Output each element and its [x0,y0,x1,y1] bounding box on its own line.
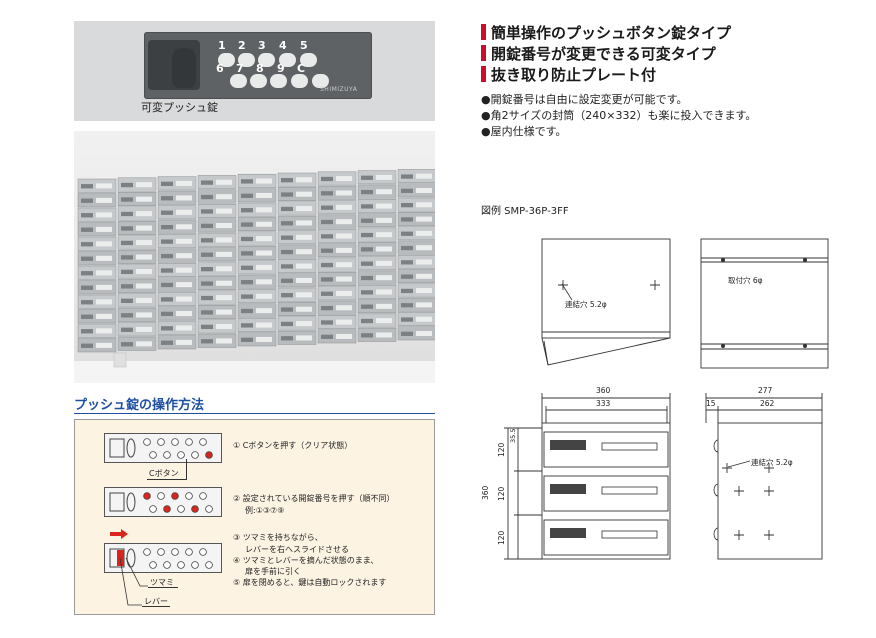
feature-headline-1: 簡単操作のプッシュボタン錠タイプ [481,22,731,43]
key-label-2: 2 [238,39,246,52]
key-label-1: 1 [218,39,226,52]
push-key [230,74,247,88]
mailbox-wall-photo [74,131,435,383]
figure-label: 図例 SMP-36P-3FF [481,206,569,217]
key-label-7: 7 [236,62,244,75]
front-elevation-outline [541,422,671,560]
feature-bullet-1: ●開錠番号は自由に設定変更が可能です。 [481,93,688,106]
step-3-text-line2: レバーを右へスライドさせる [245,545,349,554]
key-label-5: 5 [300,39,308,52]
dim-15: 15 [706,399,716,408]
c-button-callout: Cボタン [149,469,179,478]
lever-underline [142,606,170,607]
knob-underline [148,587,178,588]
connect-hole-label: 連結穴 5.2φ [565,299,607,309]
push-key [258,53,275,67]
dim-360-width: 360 [596,386,611,395]
lock-knob [172,48,196,88]
lever-callout: レバー [144,597,168,606]
step-5-text: ⑤ 扉を閉めると、鍵は自動ロックされます [233,578,387,587]
headline-marker [481,24,486,40]
callout-leader [186,459,187,480]
push-key [312,74,329,88]
feature-bullet-3: ●屋内仕様です。 [481,125,567,138]
key-label-8: 8 [256,62,264,75]
slide-arrow-icon [110,529,128,539]
title-rule [74,413,435,414]
headline-text: 開錠番号が変更できる可変タイプ [491,45,716,63]
dim-120-b: 120 [497,486,506,501]
push-key [218,53,235,67]
dim-120-a: 120 [497,442,506,457]
feature-headline-2: 開錠番号が変更できる可変タイプ [481,43,716,64]
step-4-text-line1: ④ ツマミとレバーを摘んだ状態のまま、 [233,556,379,565]
step-3-text-line1: ③ ツマミを持ちながら、 [233,533,323,542]
dim-35-5: 35.5 [509,429,517,443]
feature-bullet-2: ●角2サイズの封筒（240×332）も楽に投入できます。 [481,109,757,122]
key-label-3: 3 [258,39,266,52]
side-connect-hole-label: 連結穴 5.2φ [751,457,793,467]
photo-caption: 可変プッシュ錠 [141,101,218,114]
rear-panel-outline [700,238,829,369]
dim-120-c: 120 [497,530,506,545]
key-label-c: C [297,62,306,75]
push-key [270,74,287,88]
step-2-example: 例:①③⑦⑨ [245,506,285,515]
push-key [238,53,255,67]
side-elevation-outline [717,422,823,560]
headline-text: 抜き取り防止プレート付 [491,66,657,84]
dim-277: 277 [758,386,773,395]
key-label-4: 4 [279,39,287,52]
push-key [300,53,317,67]
push-key [250,74,267,88]
technical-drawings: 連結穴 5.2φ 取付穴 6φ 連結穴 5.2φ 360 333 277 15 … [481,238,829,560]
headline-text: 簡単操作のプッシュボタン錠タイプ [491,24,732,42]
mini-lock-diagram [104,487,222,517]
dim-262: 262 [760,399,775,408]
step-1-text: ① Cボタンを押す（クリア状態） [233,441,353,450]
headline-marker [481,45,486,61]
push-key [291,74,308,88]
push-key [279,53,296,67]
dim-360-height: 360 [481,485,490,500]
mini-lock-diagram [104,543,222,573]
key-label-9: 9 [277,62,285,75]
callout-leaders [119,557,148,606]
step-2-text: ② 設定されている開錠番号を押す（順不同） [233,494,395,503]
brand-engraving: SHIMIZUYA [320,86,358,93]
headline-marker [481,66,486,82]
key-label-6: 6 [216,62,224,75]
mount-hole-label: 取付穴 6φ [728,275,763,285]
front-panel-outline [541,238,671,333]
knob-callout: ツマミ [150,578,174,587]
mailbox-wall-illustration [74,169,435,383]
callout-underline [147,479,187,480]
dim-333: 333 [596,399,611,408]
step-4-text-line2: 扉を手前に引く [245,567,301,576]
operation-title: プッシュ錠の操作方法 [74,398,205,413]
feature-headline-3: 抜き取り防止プレート付 [481,64,656,85]
mini-lock-diagram [104,433,222,463]
